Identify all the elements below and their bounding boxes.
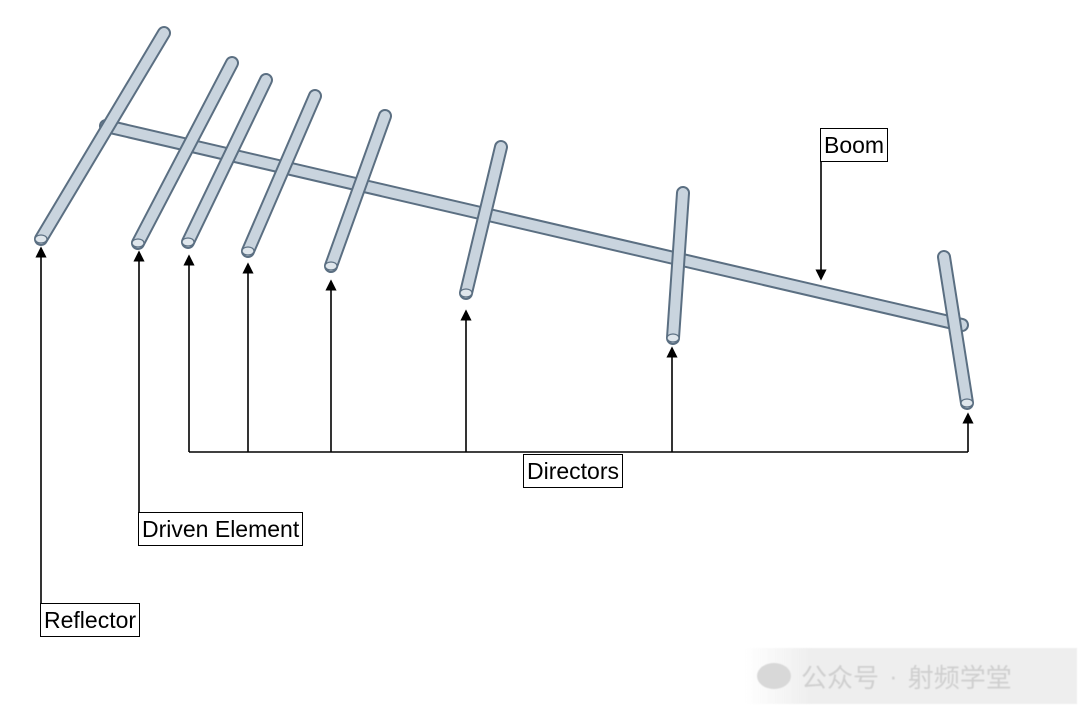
leader-lines [35,160,974,612]
boom-rod [99,119,969,332]
directors-label: Directors [523,454,624,488]
reflector-label: Reflector [40,603,141,637]
director-rod-6 [937,250,974,410]
watermark-name: 射频学堂 [907,662,1012,693]
director-rod-1 [181,73,273,249]
director-rod-2 [241,89,322,258]
wechat-icon [757,663,791,689]
watermark-account: 公众号 [801,662,880,693]
boom-label: Boom [820,128,889,162]
director-rod-4 [459,140,508,300]
director-rod-5 [666,186,690,345]
director-rod-3 [324,109,392,273]
watermark-separator: · [889,660,898,691]
driven-element-label: Driven Element [138,512,304,546]
reflector-rod [34,26,171,246]
driven-element-rod [131,56,239,250]
antenna-rods [34,26,974,410]
watermark: 公众号 · 射频学堂 [745,648,1077,704]
